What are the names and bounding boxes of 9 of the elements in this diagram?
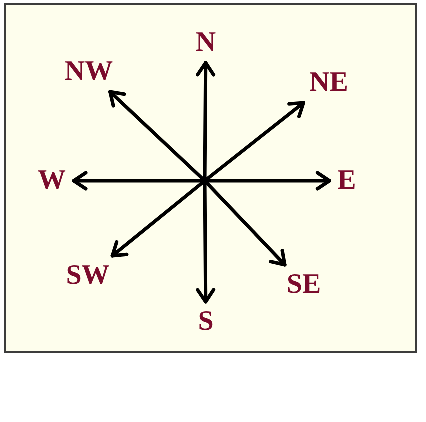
diagram-frame <box>4 3 417 353</box>
direction-label: E <box>336 167 358 195</box>
direction-label: W <box>36 167 68 195</box>
direction-label: S <box>196 308 216 336</box>
direction-label: N <box>194 29 218 57</box>
direction-label: SW <box>64 262 112 290</box>
direction-label: NE <box>308 69 350 97</box>
direction-label: NW <box>62 58 116 86</box>
direction-label: SE <box>284 271 324 299</box>
